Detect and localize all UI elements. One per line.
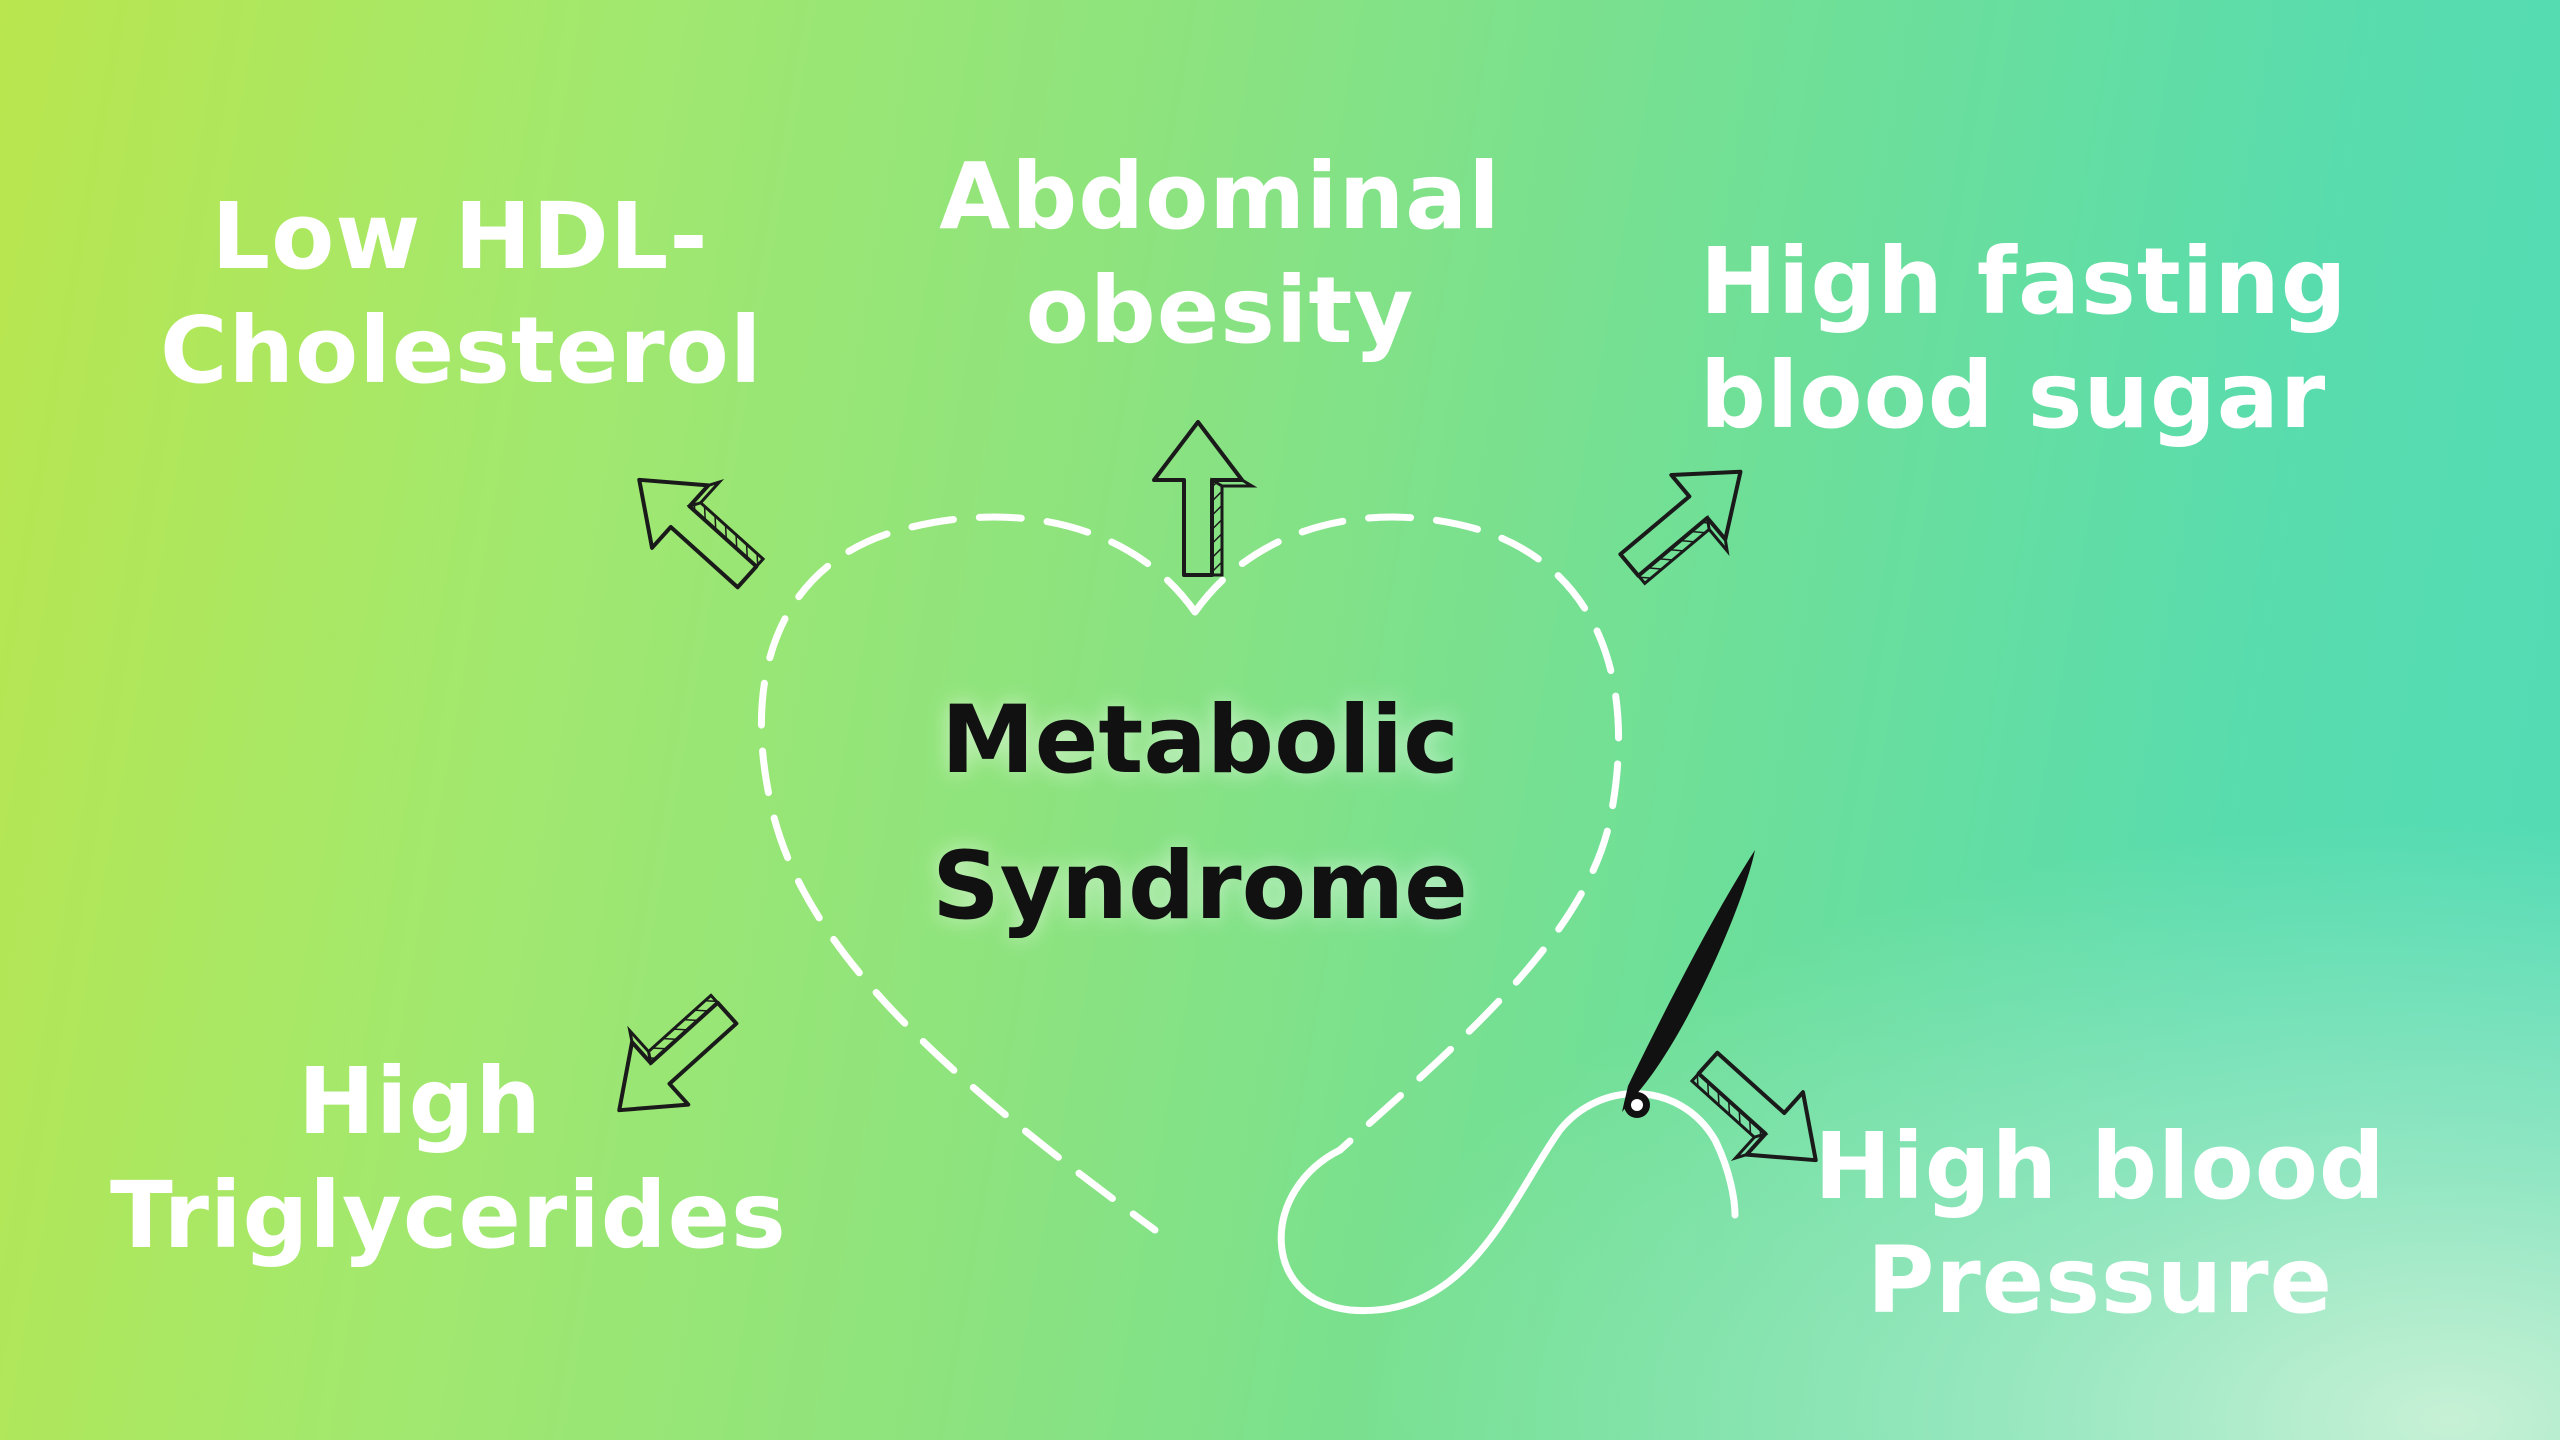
thread-icon — [1277, 1090, 1739, 1315]
center-title: Metabolic Syndrome — [900, 668, 1500, 960]
factor-label-hdl: Low HDL- Cholesterol — [160, 180, 763, 408]
factor-label-line: High — [298, 1048, 542, 1155]
factor-label-line: Triglycerides — [110, 1162, 787, 1269]
factor-label-line: obesity — [1025, 257, 1415, 364]
arrow-icon — [1689, 1050, 1818, 1163]
heart-outline-icon — [757, 513, 1623, 1234]
factor-label-line: High fasting — [1700, 228, 2348, 335]
factor-label-sugar: High fasting blood sugar — [1700, 225, 2348, 453]
factor-label-line: Low HDL- — [211, 183, 709, 290]
arrow-icon — [1618, 469, 1743, 586]
needle-icon — [1622, 850, 1755, 1118]
factor-label-triglycerides: High Triglycerides — [110, 1045, 787, 1273]
center-title-line: Syndrome — [932, 832, 1468, 941]
factor-label-line: Abdominal — [939, 143, 1501, 250]
factor-label-abdominal: Abdominal obesity — [930, 140, 1510, 368]
factor-label-line: Cholesterol — [160, 297, 763, 404]
factor-label-line: blood sugar — [1700, 342, 2327, 449]
factor-label-line: Pressure — [1867, 1227, 2333, 1334]
arrow-icon — [1152, 420, 1258, 577]
factor-label-line: High blood — [1814, 1113, 2386, 1220]
arrow-icon — [637, 477, 766, 590]
center-title-line: Metabolic — [941, 686, 1459, 795]
arrow-icon — [617, 993, 739, 1113]
factor-label-pressure: High blood Pressure — [1810, 1110, 2390, 1338]
